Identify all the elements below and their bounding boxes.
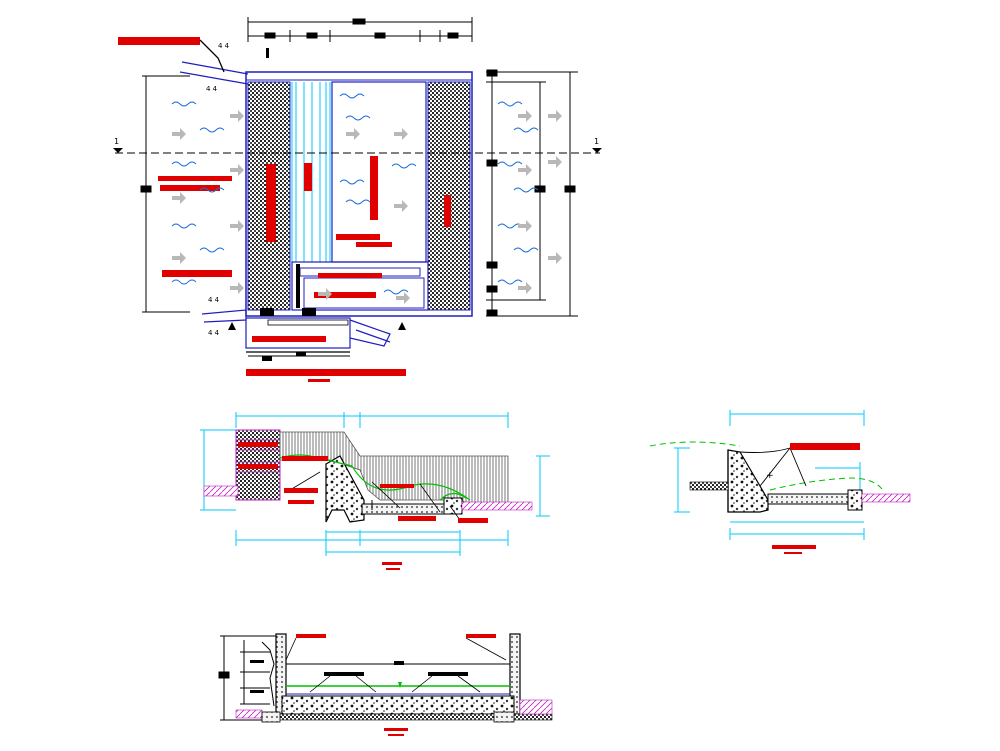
longitudinal-section — [200, 412, 550, 570]
cross-gravel-bed — [281, 695, 515, 715]
long-section-dimensions — [200, 412, 550, 556]
plan-right-dimension — [486, 69, 578, 317]
svg-text:4 4: 4 4 — [208, 329, 220, 337]
weir-body — [727, 449, 769, 513]
plan-labels — [158, 156, 451, 382]
section-marker-left: 1 — [113, 137, 123, 153]
weir-apron — [767, 493, 859, 505]
svg-text:4 4: 4 4 — [206, 85, 218, 93]
long-water-profile — [279, 454, 471, 501]
weir-detail: + — [649, 410, 911, 554]
svg-text:+: + — [766, 471, 774, 481]
cross-section-labels — [296, 634, 496, 736]
long-weir-wall — [325, 455, 365, 523]
cross-left-dimensions — [218, 635, 276, 721]
cross-section — [218, 633, 553, 736]
water-waves — [171, 93, 539, 295]
plan-label-top — [118, 37, 200, 45]
svg-text:1: 1 — [594, 137, 599, 146]
plan-inlet-pipe — [179, 39, 249, 85]
plan-top-dimension — [247, 17, 473, 42]
section-marker-right: 1 — [592, 137, 602, 153]
long-section-labels — [238, 442, 488, 570]
plan-outer-wall — [245, 71, 473, 317]
plan-view: 4 4 4 4 1 — [113, 17, 602, 382]
svg-text:1: 1 — [114, 137, 119, 146]
svg-text:4 4: 4 4 — [208, 296, 220, 304]
long-body — [279, 431, 509, 505]
weir-dimensions — [674, 410, 865, 540]
weir-water-dashed — [649, 441, 741, 447]
plan-left-dimension — [140, 75, 190, 313]
svg-text:4 4: 4 4 — [218, 42, 230, 50]
plan-bottom-box — [291, 261, 429, 311]
flow-arrows — [172, 110, 562, 304]
